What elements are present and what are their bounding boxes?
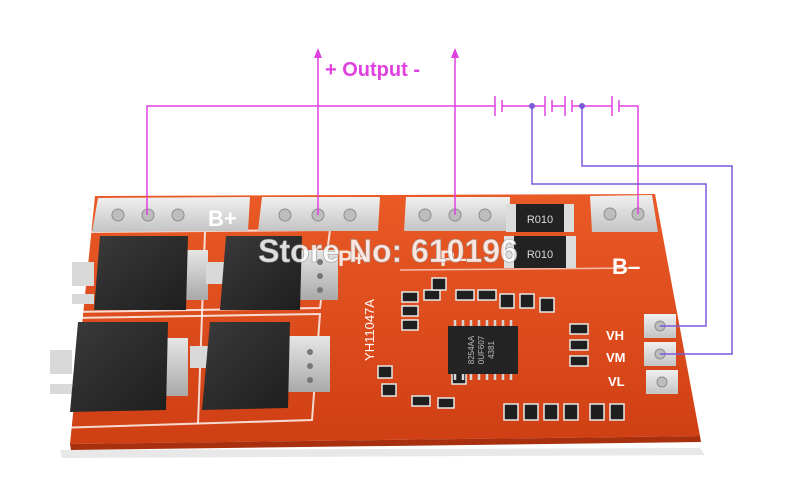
label-p-minus: P–: [440, 246, 467, 271]
label-vm: VM: [606, 350, 626, 365]
output-arrow-plus: [314, 48, 322, 215]
pad-strip-b-plus: [92, 197, 250, 232]
pad-strip-p-plus: [258, 197, 380, 231]
ic-marking-line1: 8254AA: [467, 335, 476, 364]
wire-vm: [581, 106, 733, 355]
label-vl: VL: [608, 374, 625, 389]
resistor-top-marking: R010: [527, 214, 553, 226]
resistor-bottom-marking: R010: [527, 249, 553, 261]
label-vh: VH: [606, 328, 624, 343]
label-p-plus: P+: [338, 246, 366, 271]
ic-marking-line2: 0UF607: [477, 335, 486, 364]
board-model-label: YH11047A: [362, 299, 377, 361]
mosfet-bottom-right: [190, 322, 330, 410]
ic-marking-line3: 4381: [487, 341, 496, 359]
mosfet-bottom-left: [50, 322, 188, 412]
protection-ic: 8254AA 0UF607 4381: [448, 320, 518, 380]
smd-components: [377, 277, 625, 421]
mosfet-top-right: [206, 236, 338, 310]
output-label: + Output -: [325, 59, 420, 81]
pad-strip-b-minus: [590, 195, 658, 232]
label-b-plus: B+: [208, 206, 237, 231]
output-arrow-minus: [451, 48, 459, 215]
label-b-minus: B–: [612, 254, 640, 279]
battery-cells-icon: [494, 96, 639, 214]
wire-vh: [531, 106, 707, 327]
board-shadow: [60, 448, 705, 458]
wire-b-plus: [146, 105, 495, 215]
sense-resistor-bottom: R010: [504, 236, 576, 268]
pad-strip-p-minus: [404, 197, 510, 231]
mosfet-top-left: [72, 236, 208, 310]
sense-resistor-top: R010: [506, 204, 574, 232]
store-watermark: Store No: 610196: [258, 233, 518, 269]
